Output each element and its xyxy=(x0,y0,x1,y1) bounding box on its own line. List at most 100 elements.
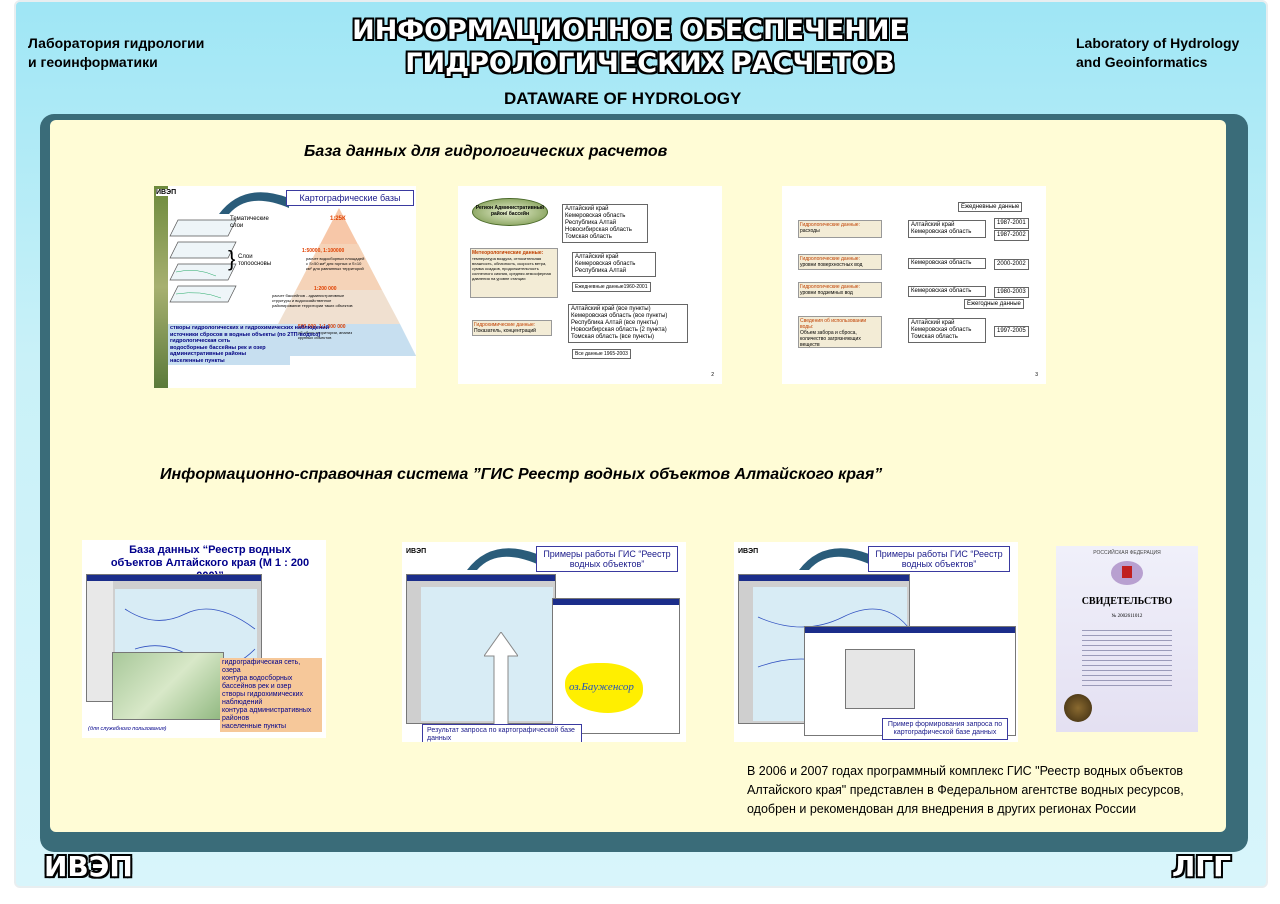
region-item: Новосибирская область (2 пункта) xyxy=(571,327,667,333)
legend-item: контура водосборных бассейнов рек и озер xyxy=(222,675,293,690)
region-item: Томская область xyxy=(911,334,958,340)
slide-gis-example-2: ИВЭП Примеры работы ГИС “Реестр водных о… xyxy=(734,542,1018,742)
layer-item: источники сбросов в водные объекты (по 2… xyxy=(170,331,321,338)
brace-icon: } xyxy=(228,246,236,271)
yearly-data-label: Ежегодные данные xyxy=(964,299,1024,309)
row-1-period: 2000-2002 xyxy=(994,259,1029,270)
row-title: Гидрологические данные: xyxy=(800,256,860,262)
ivep-logo: ИВЭП xyxy=(406,548,427,555)
row-2-period: 1980-2003 xyxy=(994,287,1029,298)
region-item: Томская область xyxy=(565,234,612,240)
hydro-row-3: Сведения об использовании воды: Объем за… xyxy=(798,316,882,348)
slide6-callout: Примеры работы ГИС “Реестр водных объект… xyxy=(868,546,1010,572)
cert-country: РОССИЙСКАЯ ФЕДЕРАЦИЯ xyxy=(1093,550,1161,556)
ivep-footer-logo: ИВЭП xyxy=(44,850,133,883)
slide-cartographic-bases: ИВЭП Картографические базы Тематические … xyxy=(154,186,416,388)
region-item: Кемеровская область xyxy=(575,261,636,267)
title-line-1: ИНФОРМАЦИОННОЕ ОБЕСПЕЧЕНИЕ xyxy=(352,15,908,46)
coat-of-arms-icon xyxy=(1111,561,1143,585)
region-item: Кемеровская область xyxy=(911,288,972,294)
up-arrow-icon xyxy=(484,632,518,732)
scale-200k-text: расчет бассейнов - административные стру… xyxy=(272,293,353,308)
implementation-note: В 2006 и 2007 годах программный комплекс… xyxy=(747,764,1184,816)
meteo-region-list: Алтайский край Кемеровская область Респу… xyxy=(572,252,656,277)
scale-50k: 1:50000, 1:100000 xyxy=(302,248,345,254)
region-item: Кемеровская область xyxy=(911,229,972,235)
window-titlebar xyxy=(805,627,1015,633)
cert-number: № 2002611012 xyxy=(1111,614,1143,619)
lake-shape xyxy=(565,663,643,713)
query-dialog[interactable] xyxy=(845,649,915,709)
layer-stack-icon xyxy=(169,219,237,303)
row-text: уровни подземных вод xyxy=(800,290,853,296)
hydrochem-period: Все данные 1965-2003 xyxy=(572,349,631,359)
hydrochem-region-list: Алтайский край (все пункты) Кемеровская … xyxy=(568,304,688,343)
slide-water-registry-db: База данных “Реестр водных объектов Алта… xyxy=(82,540,326,738)
region-item: Алтайский край xyxy=(565,206,609,212)
legend-item: створы гидрохимических наблюдений xyxy=(222,691,304,706)
region-oval: Регион Административный район/ бассейн xyxy=(472,198,548,226)
row-title: Гидрологические данные: xyxy=(800,222,860,228)
slide-regional-data: Регион Административный район/ бассейн А… xyxy=(458,186,722,384)
swoosh-icon xyxy=(799,548,869,570)
label-base-layers: Слои топоосновы xyxy=(238,254,272,267)
swoosh-icon xyxy=(219,192,289,214)
slide4-footnote: (для служебного пользования) xyxy=(88,726,167,732)
page-number: 3 xyxy=(1035,372,1038,378)
region-item: Новосибирская область xyxy=(565,227,632,233)
slide5-caption: Результат запроса по картографической ба… xyxy=(422,724,582,742)
row-0-regions: Алтайский край Кемеровская область xyxy=(908,220,986,238)
layer-item: водосборные бассейны рек и озер xyxy=(170,344,266,351)
lab-name-en: Laboratory of Hydrology and Geoinformati… xyxy=(1076,35,1240,70)
region-item: Республика Алтай (все пункты) xyxy=(571,320,659,326)
map-inset xyxy=(112,652,224,720)
row-text: расходы xyxy=(800,228,820,234)
region-item: Алтайский край (все пункты) xyxy=(571,306,651,312)
title-line-2: ГИДРОЛОГИЧЕСКИХ РАСЧЕТОВ xyxy=(405,48,895,79)
scale-pyramid xyxy=(262,208,416,356)
row-1-regions: Кемеровская область xyxy=(908,258,986,269)
hydrochem-box: Гидрохимические данные: Показатель, конц… xyxy=(472,320,552,336)
gis-window-front: оз.Бауженсор xyxy=(552,598,680,734)
scale-200k: 1:200 000 xyxy=(314,286,337,292)
row-title: Сведения об использовании воды: xyxy=(800,318,867,330)
ivep-logo: ИВЭП xyxy=(156,189,177,196)
window-titlebar xyxy=(553,599,679,605)
poster-title: ИНФОРМАЦИОННОЕ ОБЕСПЕЧЕНИЕ ГИДРОЛОГИЧЕСК… xyxy=(330,14,930,80)
region-item: Кемеровская область xyxy=(565,213,626,219)
slide1-heading: Картографические базы xyxy=(286,190,414,206)
region-item: Алтайский край xyxy=(911,320,955,326)
hydrochem-title: Гидрохимические данные: xyxy=(474,322,536,328)
layer-item: административные районы xyxy=(170,351,247,357)
gis-window xyxy=(86,574,262,702)
layer-list: створы гидрологических и гидрохимических… xyxy=(168,324,329,365)
section-title-database: База данных для гидрологических расчетов xyxy=(304,143,668,160)
region-item: Кемеровская область (все пункты) xyxy=(571,313,668,319)
poster-subtitle: DATAWARE OF HYDROLOGY xyxy=(504,89,742,108)
slide-gis-example-1: ИВЭП Примеры работы ГИС “Реестр водных о… xyxy=(402,542,686,742)
row-3-period: 1997-2005 xyxy=(994,326,1029,337)
region-item: Кемеровская область xyxy=(911,327,972,333)
region-item: Томская область (все пункты) xyxy=(571,334,654,340)
window-titlebar xyxy=(407,575,555,581)
section-title-gis: Информационно-справочная система ”ГИС Ре… xyxy=(160,466,883,483)
hydrochem-text: Показатель, концентраций xyxy=(474,328,536,334)
layer-panel xyxy=(87,581,113,701)
page-number: 2 xyxy=(711,372,714,378)
row-3-regions: Алтайский край Кемеровская область Томск… xyxy=(908,318,986,343)
legend-box: гидрографическая сеть, озера контура вод… xyxy=(220,658,322,732)
slide4-heading: База данных “Реестр водных объектов Алта… xyxy=(110,544,310,582)
legend-item: гидрографическая сеть, озера xyxy=(222,659,301,674)
scale-500k: 500 000, 1:1 000 000 xyxy=(298,324,346,330)
row-0-period-b: 1987-2002 xyxy=(994,230,1029,241)
row-2-regions: Кемеровская область xyxy=(908,286,986,297)
scale-500k-text: об обзор территории, анализ крупных объе… xyxy=(298,330,353,340)
meteo-box: Метеорологические данные: температура во… xyxy=(470,248,558,298)
scale-50k-text: расчет водосборных площадей с S<50 км² д… xyxy=(306,256,365,271)
gis-window-back xyxy=(406,574,556,724)
hydro-row-2: Гидрологические данные: уровни подземных… xyxy=(798,282,882,298)
seal-icon xyxy=(1064,694,1092,722)
row-title: Гидрологические данные: xyxy=(800,284,860,290)
region-item: Республика Алтай xyxy=(575,268,627,274)
layer-item: населенные пункты xyxy=(170,357,225,364)
